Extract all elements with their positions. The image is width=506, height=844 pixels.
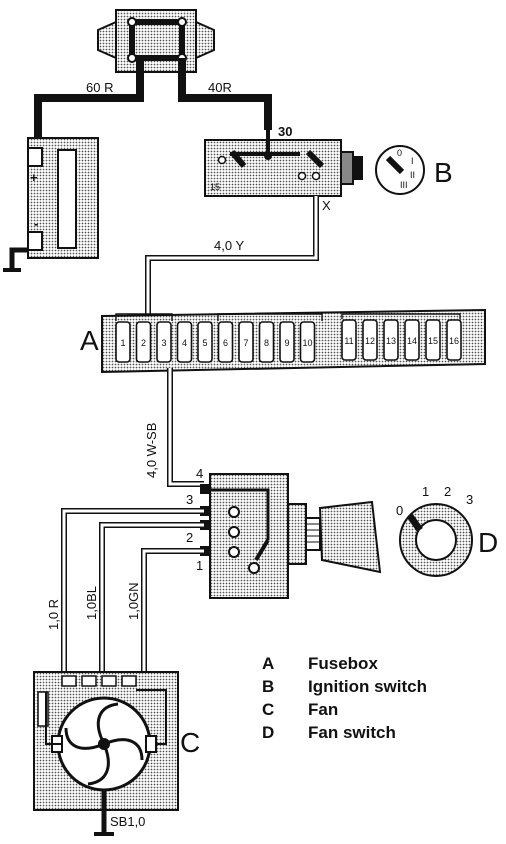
switch-terminal-1: 1	[196, 558, 203, 573]
fuse-3: 3	[156, 321, 172, 363]
fuse-label: 16	[449, 336, 459, 346]
fuse-bracket	[341, 313, 461, 319]
legend-key: C	[262, 699, 275, 719]
fuse-label: 11	[344, 336, 353, 346]
fuse-15: 15	[425, 319, 441, 361]
fuse-1: 1	[115, 321, 131, 363]
label-d: D	[478, 527, 498, 558]
wire-1-0-bl	[99, 522, 204, 676]
wire-label-4-0-y: 4,0 Y	[214, 238, 244, 253]
key-pos-1: I	[411, 156, 414, 166]
fuse-label: 1	[120, 338, 125, 348]
fuse-8: 8	[258, 321, 275, 363]
fan	[33, 671, 179, 811]
fuse-label: 6	[223, 338, 228, 348]
fuse-label: 4	[182, 338, 187, 348]
cable-60r	[34, 58, 144, 152]
fuse-bracket	[115, 313, 173, 321]
legend-label: Fan switch	[308, 722, 396, 742]
fuse-9: 9	[279, 321, 295, 363]
legend-label: Ignition switch	[308, 676, 427, 696]
fuse-14: 14	[404, 319, 420, 361]
switch-terminal-2: 2	[186, 530, 193, 545]
terminal-30: 30	[278, 124, 292, 139]
battery-minus: -	[34, 216, 38, 231]
fuse-label: 9	[284, 338, 289, 348]
legend-label: Fusebox	[308, 653, 378, 673]
fuse-label: 3	[161, 338, 166, 348]
fuse-label: 15	[428, 336, 438, 346]
key-pos-3: III	[400, 180, 408, 190]
fuse-label: 2	[141, 338, 146, 348]
legend-item: B Ignition switch	[262, 675, 502, 698]
fan-blades-icon	[64, 702, 144, 786]
fuse-label: 7	[243, 338, 248, 348]
wire-label-1-0-bl: 1,0BL	[84, 586, 99, 620]
switch-terminal-3: 3	[186, 492, 193, 507]
fan-switch: 4 3 2 1	[186, 466, 382, 599]
fuse-label: 8	[264, 338, 269, 348]
legend: A Fusebox B Ignition switch C Fan D Fan swit…	[262, 652, 502, 744]
fuse-label: 5	[202, 338, 207, 348]
switch-pos-1: 1	[422, 484, 429, 499]
fuse-5: 5	[197, 321, 213, 363]
label-c: C	[180, 727, 200, 758]
wire-label-40r: 40R	[208, 80, 232, 95]
ignition-key-dial: 0 I II III	[375, 145, 425, 195]
legend-key: D	[262, 722, 275, 742]
label-a: A	[80, 325, 99, 356]
switch-pos-0: 0	[396, 503, 403, 518]
wire-label-1-0-gn: 1,0GN	[126, 582, 141, 620]
legend-item: A Fusebox	[262, 652, 502, 675]
wire-1-0-gn	[141, 548, 204, 676]
legend-label: Fan	[308, 699, 339, 719]
label-b: B	[434, 157, 453, 188]
fuse-4: 4	[176, 321, 193, 363]
key-pos-0: 0	[397, 148, 402, 158]
legend-key: B	[262, 676, 275, 696]
main-connector	[97, 9, 215, 73]
fuse-12: 12	[362, 319, 378, 361]
wire-label-60r: 60 R	[86, 80, 113, 95]
key-pos-2: II	[410, 170, 415, 180]
switch-terminal-4: 4	[196, 466, 203, 481]
switch-pos-2: 2	[444, 484, 451, 499]
fuse-11: 11	[341, 319, 357, 361]
fuse-bracket	[217, 313, 323, 321]
wire-label-1-0-r: 1,0 R	[46, 599, 61, 630]
legend-key: A	[262, 653, 275, 673]
fuse-10: 10	[299, 321, 316, 363]
terminal-x: X	[322, 198, 331, 213]
battery-plus: +	[30, 170, 38, 185]
fuse-6: 6	[217, 321, 234, 363]
cable-40r	[178, 58, 272, 130]
fuse-2: 2	[135, 321, 152, 363]
battery: + -	[3, 137, 99, 272]
fuse-13: 13	[383, 319, 399, 361]
fuse-7: 7	[238, 321, 254, 363]
wire-label-4-0-w-sb: 4,0 W-SB	[144, 423, 159, 478]
battery-ground	[9, 247, 28, 270]
fuse-16: 16	[446, 319, 462, 361]
wire-label-sb1-0: SB1,0	[110, 814, 145, 829]
fuse-label: 10	[302, 338, 312, 348]
legend-item: D Fan switch	[262, 721, 502, 744]
fuse-label: 14	[407, 336, 417, 346]
fan-switch-dial: 0 1 2 3	[396, 484, 473, 577]
fuse-label: 12	[365, 336, 375, 346]
switch-pos-3: 3	[466, 492, 473, 507]
terminal-15: 15	[210, 182, 220, 192]
legend-item: C Fan	[262, 698, 502, 721]
ignition-switch: 30 15 X	[204, 124, 363, 213]
fuse-label: 13	[386, 336, 396, 346]
